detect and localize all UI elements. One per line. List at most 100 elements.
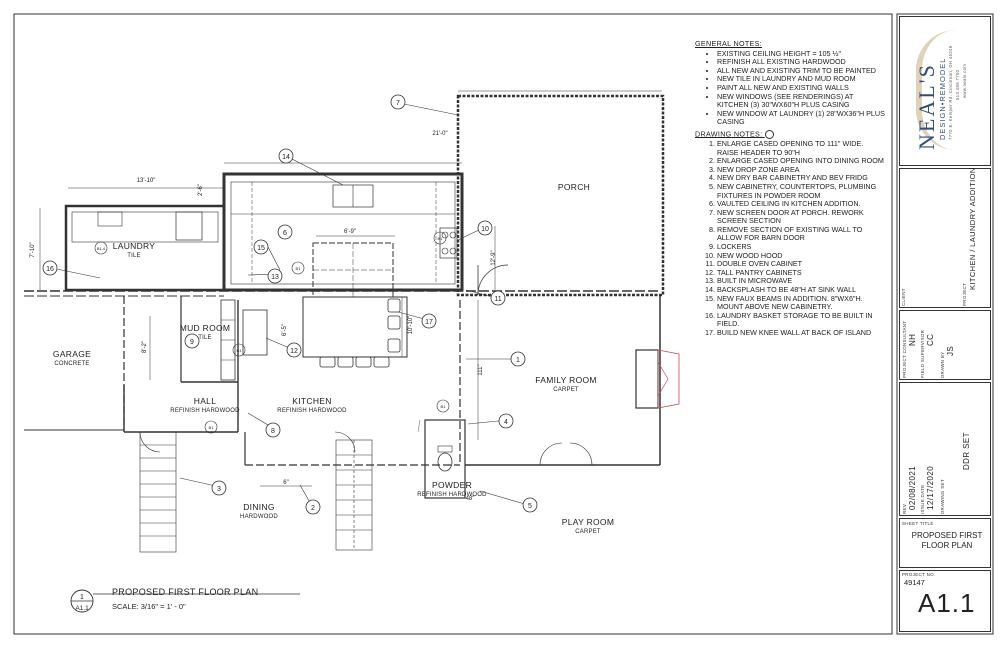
stairs-left [139, 431, 177, 553]
drawing-note-item: VAULTED CEILING IN KITCHEN ADDITION. [717, 199, 885, 209]
drawing-notes-list: ENLARGE CASED OPENING TO 111" WIDE. RAIS… [695, 139, 885, 338]
room-garage: GARAGE [53, 349, 91, 359]
range [439, 227, 458, 259]
general-notes-list: EXISTING CEILING HEIGHT = 105 ½"REFINISH… [695, 49, 885, 127]
dates-box [899, 382, 991, 516]
sheet-title-box [899, 518, 991, 568]
general-note-item: REFINISH ALL EXISTING HARDWOOD [717, 58, 885, 67]
callout-leaders [51, 103, 529, 507]
drawing-note-item: BUILT IN MICROWAVE [717, 277, 885, 286]
room-laundry: LAUNDRY [113, 241, 156, 251]
floor-plan [24, 90, 680, 613]
company-sub: DESIGN•REMODEL [938, 57, 947, 140]
drawing-note-item: ENLARGE CASED OPENING INTO DINING ROOM [717, 157, 885, 166]
svg-text:11: 11 [494, 296, 501, 303]
sheet-title: PROPOSED FIRST FLOOR PLAN [911, 531, 983, 550]
svg-text:7: 7 [396, 100, 400, 107]
svg-text:16: 16 [46, 266, 54, 273]
issue-date: 12/17/2020 [926, 465, 935, 510]
fireplace-hearth [657, 349, 680, 409]
room-family: FAMILY ROOM [535, 375, 597, 385]
room-mud-room: MUD ROOM [180, 323, 231, 333]
dim-laundry-depth: 7'-10" [30, 242, 36, 257]
drawing-notes-header: DRAWING NOTES: [695, 130, 885, 139]
supervisor-label: FIELD SUPERVISOR [920, 329, 925, 378]
tag-laundry: B1.4 [97, 246, 106, 251]
callout-14 [278, 148, 294, 164]
drawing-note-item: NEW DRY BAR CABINETRY AND BEV FRIDG [717, 174, 885, 183]
play-finish: CARPET [575, 529, 601, 535]
company-name: NEAL'S [914, 63, 939, 150]
stairs-right [335, 439, 373, 551]
drawing-note-item: REMOVE SECTION OF EXISTING WALL TO ALLOW… [717, 225, 885, 243]
svg-text:2: 2 [311, 505, 315, 512]
callout-6 [277, 224, 293, 240]
drawing-note-item: NEW WOOD HOOD [717, 251, 885, 261]
family-finish: CARPET [553, 387, 579, 393]
drawing-border [13, 13, 893, 635]
company-web: www.neals.com [962, 63, 967, 98]
drawn-value: JS [946, 345, 955, 356]
project-no: 49147 [904, 578, 925, 587]
svg-text:3: 3 [217, 486, 221, 493]
dim-kitchen-depth: 12'-9" [491, 250, 497, 265]
general-note-item: NEW WINDOWS (SEE RENDERINGS) AT KITCHEN … [717, 92, 885, 110]
drawing-note-item: NEW FAUX BEAMS IN ADDITION. 8"WX6"H. MOU… [717, 294, 885, 312]
general-note-item: NEW WINDOW AT LAUNDRY (1) 28"WX36"H PLUS… [717, 109, 885, 127]
callout-1 [510, 351, 526, 367]
callout-10 [477, 220, 493, 236]
svg-text:15: 15 [257, 245, 265, 252]
drawing-note-item: LOCKERS [717, 242, 885, 252]
callout-numbers: 7 14 16 15 6 10 13 11 17 9 12 1 4 8 3 2 … [46, 100, 532, 512]
issue-label: ISSUE DATE [920, 484, 925, 514]
porch-outline [456, 94, 665, 297]
room-play: PLAY ROOM [562, 517, 614, 527]
kitchen-addition-wall [222, 172, 464, 292]
drawing-note-item: TALL PANTRY CABINETS [717, 268, 885, 278]
drawing-note-item: ENLARGE CASED OPENING TO 111" WIDE. RAIS… [717, 139, 885, 157]
plan-title: PROPOSED FIRST FLOOR PLAN [112, 587, 258, 597]
tag-family: B1 [441, 404, 447, 409]
company-phone: 513.489.7700 [955, 69, 960, 100]
rev-label: REV [902, 503, 907, 514]
dim-powder: 48" [466, 496, 475, 502]
dim-dining-opening: 6" [283, 480, 288, 486]
callout-8 [265, 422, 281, 438]
room-hall: HALL [194, 396, 216, 406]
drawing-set-label: DRAWING SET [940, 479, 945, 514]
tag-kitchen: B1 [296, 266, 302, 271]
drawing-note-item: DOUBLE OVEN CABINET [717, 260, 885, 269]
svg-text:9: 9 [190, 339, 194, 346]
drawn-label: DRAWN BY [940, 351, 945, 378]
general-note-item: ALL NEW AND EXISTING TRIM TO BE PAINTED [717, 66, 885, 76]
supervisor-value: CC [926, 333, 935, 346]
callout-2 [305, 499, 321, 515]
svg-text:12: 12 [290, 348, 298, 355]
tag-hall: B1 [209, 425, 215, 430]
consultant-value: NH [908, 333, 917, 346]
notes-panel: GENERAL NOTES: EXISTING CEILING HEIGHT =… [695, 39, 885, 338]
dining-finish: HARDWOOD [240, 514, 278, 520]
room-powder: POWDER [432, 480, 472, 490]
project-name: KITCHEN / LAUNDRY ADDITION [968, 167, 977, 290]
kitchen-finish: REFINISH HARDWOOD [277, 408, 347, 414]
garage-finish: CONCRETE [54, 361, 89, 367]
callout-5 [522, 497, 538, 513]
general-notes-header: GENERAL NOTES: [695, 39, 763, 48]
dim-peninsula: 10'-10" [408, 316, 414, 335]
mud-room-finish: TILE [198, 335, 211, 341]
svg-text:17: 17 [425, 319, 433, 326]
svg-text:5: 5 [528, 503, 532, 510]
callout-9 [184, 333, 200, 349]
room-porch: PORCH [558, 182, 590, 192]
note-bubble-icon [764, 129, 774, 139]
general-note-item: PAINT ALL NEW AND EXISTING WALLS [717, 83, 885, 93]
general-note-item: NEW TILE IN LAUNDRY AND MUD ROOM [717, 75, 885, 84]
consultant-label: PROJECT CONSULTANT [902, 320, 907, 378]
powder-room-walls [424, 419, 466, 499]
logo-swoosh-icon [916, 30, 962, 150]
drawing-note-item: BACKSPLASH TO BE 48"H AT SINK WALL [717, 285, 885, 295]
drawing-note-item: LAUNDRY BASKET STORAGE TO BE BUILT IN FI… [717, 311, 885, 329]
rev-date: 02/08/2021 [908, 465, 917, 510]
